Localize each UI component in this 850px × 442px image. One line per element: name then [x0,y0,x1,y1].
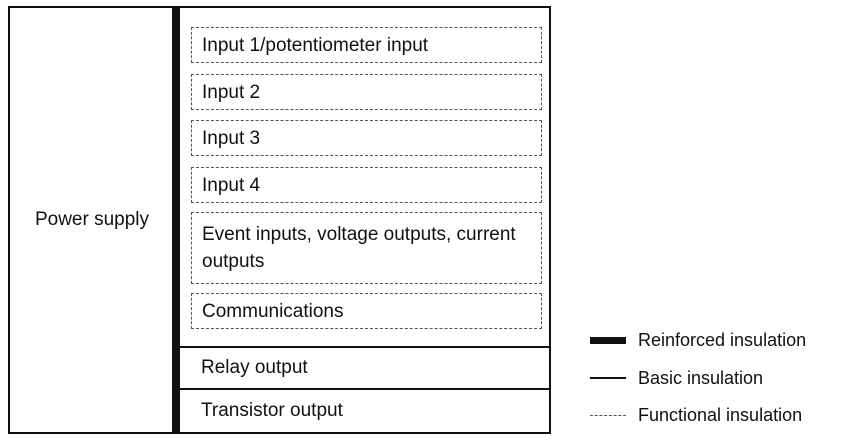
legend-reinforced: Reinforced insulation [590,328,850,352]
reinforced-insulation-line [172,6,180,434]
legend-reinforced-label: Reinforced insulation [638,329,807,350]
functional-box-input-2: Input 2 [191,74,542,110]
functional-box-communications: Communications [191,293,542,329]
legend-functional: Functional insulation [590,403,850,427]
legend-functional-label: Functional insulation [638,404,803,425]
basic-insulation-line-top [180,346,551,348]
transistor-output-label: Transistor output [201,400,343,421]
legend-reinforced-swatch [590,336,626,344]
functional-box-input-1: Input 1/potentiometer input [191,27,542,63]
legend-functional-swatch [590,414,626,416]
relay-output-label: Relay output [201,357,308,378]
legend-basic-label: Basic insulation [638,367,764,388]
device-outline [8,6,551,434]
legend-basic: Basic insulation [590,366,850,390]
functional-box-input-3: Input 3 [191,120,542,156]
functional-box-event-io: Event inputs, voltage outputs, current o… [191,212,542,284]
basic-insulation-line-middle [180,388,551,390]
legend-basic-swatch [590,377,626,379]
power-supply-label: Power supply [34,209,150,230]
functional-box-input-4: Input 4 [191,167,542,203]
